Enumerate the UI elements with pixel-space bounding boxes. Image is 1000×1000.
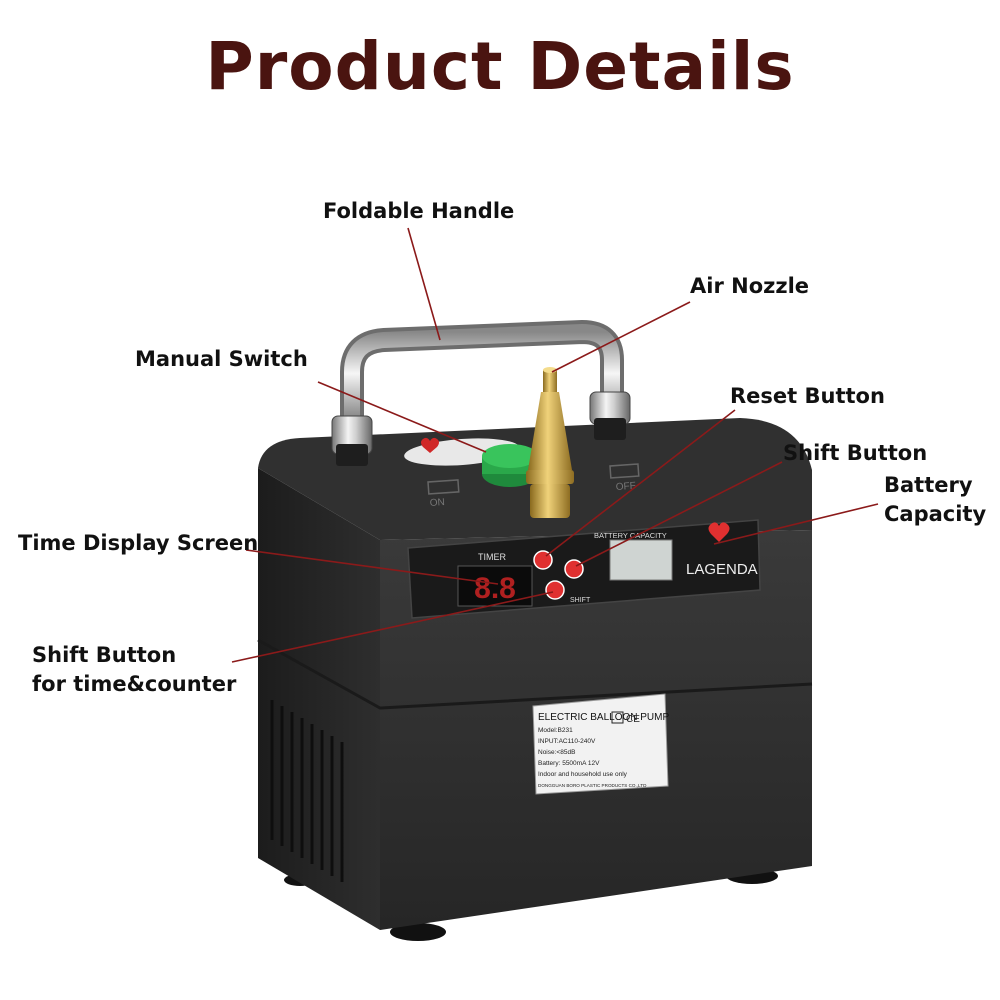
shift-button[interactable] xyxy=(564,559,584,579)
body-seam xyxy=(257,638,813,710)
svg-text:CE: CE xyxy=(626,714,640,725)
manual-switch[interactable] xyxy=(482,444,538,487)
panel-battery-label: BATTERY CAPACITY xyxy=(594,531,667,540)
leader-lines xyxy=(231,227,879,663)
callout-foldable-handle: Foldable Handle xyxy=(323,199,515,223)
air-nozzle[interactable] xyxy=(526,367,574,518)
battery-display xyxy=(609,539,673,581)
leader-reset-button xyxy=(545,409,736,557)
leader-shift-time xyxy=(231,591,554,663)
panel-timer-label: TIMER xyxy=(478,552,506,562)
label-line-5: DONGGUAN BORO PLASTIC PRODUCTS CO.,LTD xyxy=(538,783,647,788)
callout-manual-switch: Manual Switch xyxy=(135,347,308,371)
side-vents xyxy=(270,700,344,882)
callout-reset-button: Reset Button xyxy=(730,384,885,408)
timer-digits: 8.8 xyxy=(474,572,516,605)
top-on-label: ON xyxy=(429,497,445,509)
brand-name: LAGENDA xyxy=(686,561,758,578)
leader-shift-button xyxy=(575,461,783,567)
leader-manual-switch xyxy=(317,381,487,453)
leader-battery-capacity xyxy=(713,503,879,545)
callout-time-display-screen: Time Display Screen xyxy=(18,531,259,555)
callout-shift-time-counter: Shift Button for time&counter xyxy=(32,643,237,696)
shift-time-button[interactable] xyxy=(545,580,565,600)
foldable-handle[interactable] xyxy=(331,319,631,466)
label-title: ELECTRIC BALLOON PUMP xyxy=(538,712,669,723)
label-line-1: INPUT:AC110-240V xyxy=(538,738,596,745)
callout-battery-capacity: Battery Capacity xyxy=(884,473,987,526)
label-line-0: Model:B231 xyxy=(538,727,573,734)
panel-shift-label: SHIFT xyxy=(570,597,591,604)
pump-side-face xyxy=(258,468,380,930)
leader-air-nozzle xyxy=(551,301,691,373)
label-line-4: Indoor and household use only xyxy=(538,771,628,778)
product-label: ELECTRIC BALLOON PUMP Model:B231 INPUT:A… xyxy=(532,693,669,795)
leader-foldable-handle xyxy=(407,227,441,341)
callout-shift-button: Shift Button xyxy=(783,441,928,465)
leader-time-display xyxy=(245,549,499,585)
page-title: Product Details xyxy=(205,28,795,105)
label-line-3: Battery: 5500mA 12V xyxy=(538,760,600,767)
callout-air-nozzle: Air Nozzle xyxy=(690,274,810,298)
brand-logo: LAGENDA xyxy=(686,522,758,578)
label-line-2: Noise:<85dB xyxy=(538,749,575,756)
top-off-label: OFF xyxy=(615,481,636,493)
